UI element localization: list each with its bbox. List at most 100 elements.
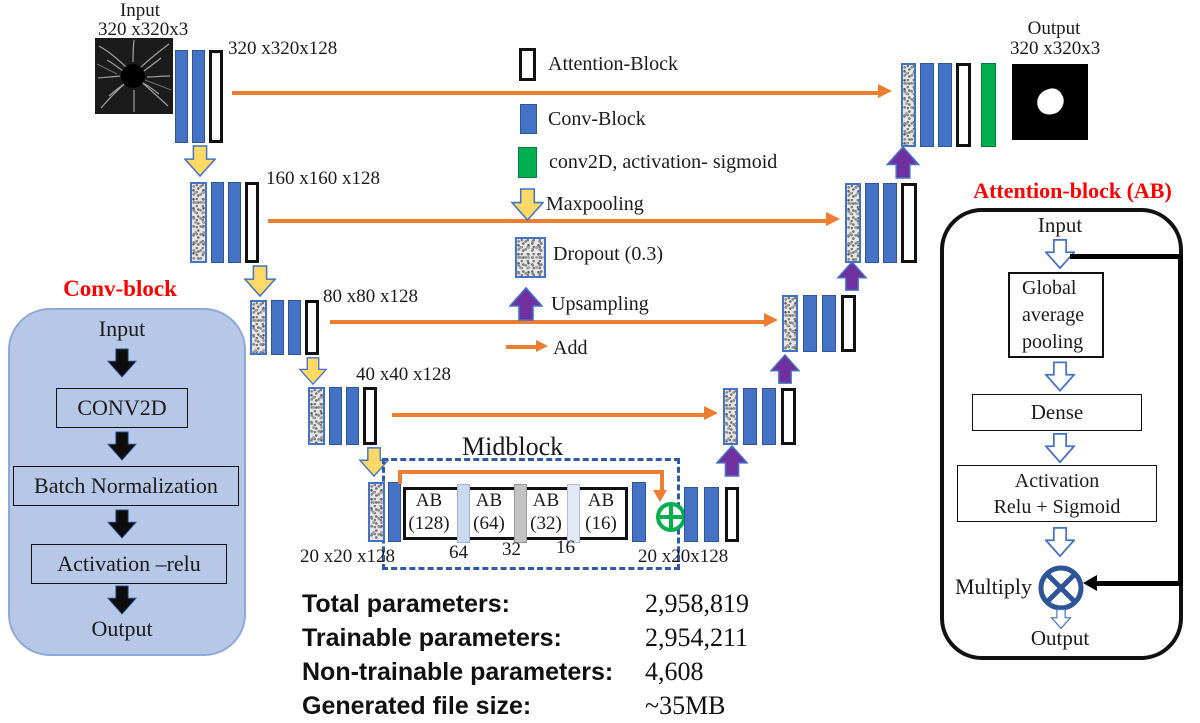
legend-attention-icon <box>519 48 536 81</box>
skip-add-arrowhead-3 <box>764 313 778 327</box>
midblock-add-line-down <box>660 470 664 492</box>
skip-add-line-4 <box>392 413 704 417</box>
midblock-size-32: 32 <box>502 539 521 560</box>
legend-add-line <box>506 345 536 349</box>
ab-32-label: AB(32) <box>530 490 562 534</box>
decoder-stage-160 <box>845 183 917 263</box>
maxpool-arrow-icon <box>244 265 276 297</box>
flow-arrow-icon <box>107 507 137 541</box>
dim-label-40: 40 x40 x128 <box>356 364 451 385</box>
skip-add-line-2 <box>268 219 826 223</box>
skip-add-arrowhead-4 <box>704 406 718 420</box>
conv-block-bar <box>743 388 757 445</box>
ab-16-label: AB(16) <box>585 490 617 534</box>
midblock-size-64: 64 <box>449 542 468 563</box>
upsample-arrow-icon <box>509 286 543 322</box>
activation-step-box: Activation Relu + Sigmoid <box>957 465 1157 522</box>
midblock-add-line-start <box>398 470 402 484</box>
conv-block-bar <box>346 387 359 445</box>
ab-skip-line-bottom <box>1096 581 1183 586</box>
conv-block-bar <box>938 63 952 147</box>
conv-block-bar <box>329 387 342 445</box>
param-value: 2,958,819 <box>645 589 749 618</box>
attention-block-bar <box>725 487 739 542</box>
legend-attention-label: Attention-Block <box>548 53 678 75</box>
decoder-stage-320-output <box>901 63 996 147</box>
legend-conv2d-label: conv2D, activation- sigmoid <box>549 151 778 173</box>
conv2d-sigmoid-bar <box>981 63 996 147</box>
decoder-stage-80 <box>782 295 856 352</box>
attention-block-bar <box>305 300 319 355</box>
ab-64-label: AB(64) <box>473 490 505 534</box>
conv-block-bar <box>704 487 719 542</box>
batch-norm-step-box: Batch Normalization <box>13 466 239 506</box>
encoder-stage-160 <box>190 182 259 263</box>
flow-arrow-icon <box>1045 360 1075 393</box>
legend-maxpool-label: Maxpooling <box>546 193 644 215</box>
upsample-arrow-icon <box>836 261 868 291</box>
ab-separator-bar <box>514 484 527 543</box>
maxpool-arrow-icon <box>511 188 544 221</box>
conv-block-bar <box>632 482 646 542</box>
activation-relu-step-box: Activation –relu <box>31 544 227 584</box>
encoder-stage-320 <box>175 50 223 143</box>
conv-block-bar <box>803 295 817 352</box>
conv-block-bar <box>865 183 879 263</box>
midblock-add-line <box>398 470 664 474</box>
skip-add-arrowhead-2 <box>826 212 840 226</box>
midblock-input-bars <box>368 482 401 542</box>
ab-multiply-label: Multiply <box>954 574 1032 599</box>
attention-block-title: Attention-block (AB) <box>973 178 1172 203</box>
conv-block-bar <box>883 183 897 263</box>
midblock-size-16: 16 <box>556 537 575 558</box>
legend-add-label: Add <box>553 337 588 359</box>
output-mask-image <box>1012 64 1088 140</box>
attention-block-bar <box>781 388 796 445</box>
dropout-bar <box>782 295 798 352</box>
legend-dropout-label: Dropout (0.3) <box>553 243 663 265</box>
ab-128-label: AB(128) <box>408 490 450 534</box>
conv-block-bar <box>684 487 698 542</box>
legend-dropout-icon <box>515 237 546 278</box>
attention-block-bar <box>209 50 223 143</box>
param-label: Generated file size: <box>302 692 532 720</box>
legend-conv2d-icon <box>518 147 537 178</box>
input-size-label: 320 x320x3 <box>98 19 189 40</box>
flow-arrow-icon <box>107 584 137 616</box>
dropout-bar <box>901 63 916 147</box>
decoder-stage-40 <box>723 388 796 445</box>
conv-block-bar <box>822 295 836 352</box>
dropout-bar <box>250 300 267 355</box>
legend-conv-icon <box>520 104 537 134</box>
legend-conv-label: Conv-Block <box>548 108 646 130</box>
input-title: Input <box>119 0 161 21</box>
conv-block-bar <box>228 182 241 263</box>
midblock-right-size: 20 x20x128 <box>638 546 729 567</box>
conv-block-bar <box>211 182 224 263</box>
attention-block-bar <box>245 182 259 263</box>
param-label: Trainable parameters: <box>302 624 562 652</box>
multiply-icon <box>1038 565 1084 611</box>
conv2d-step-box: CONV2D <box>56 388 188 428</box>
encoder-stage-40 <box>308 387 377 445</box>
output-title: Output <box>1027 18 1081 39</box>
conv-block-input-label: Input <box>98 316 146 341</box>
attention-block-bar <box>841 295 856 352</box>
conv-block-bar <box>762 388 776 445</box>
attention-block-bar <box>956 63 971 147</box>
upsample-arrow-icon <box>716 445 748 477</box>
upsample-arrow-icon <box>770 353 800 385</box>
dropout-bar <box>845 183 861 263</box>
dim-label-320: 320 x320x128 <box>228 38 338 59</box>
output-size-label: 320 x320x3 <box>1010 38 1101 59</box>
param-label: Non-trainable parameters: <box>302 658 614 686</box>
maxpool-arrow-icon <box>298 357 328 385</box>
conv-block-bar <box>920 63 934 147</box>
dropout-bar <box>368 482 385 542</box>
ab-separator-bar <box>457 484 470 543</box>
skip-add-line-1 <box>232 91 878 95</box>
conv-block-bar <box>288 300 301 355</box>
conv-block-bar <box>175 50 188 143</box>
midblock-output-bars <box>684 487 739 542</box>
